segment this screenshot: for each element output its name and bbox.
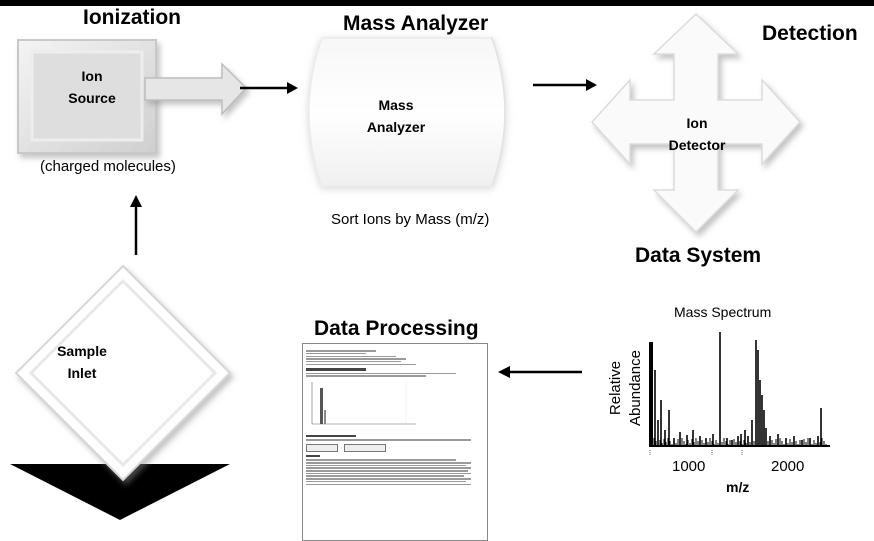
ion-detector-label: Ion Detector (662, 112, 732, 156)
ion-detector-line-2: Detector (668, 137, 726, 153)
doc-section-heading (306, 368, 366, 371)
doc-line (306, 462, 471, 464)
doc-line (306, 459, 456, 461)
doc-line (306, 472, 471, 475)
doc-histogram (311, 381, 416, 425)
doc-line (306, 480, 466, 483)
ion-source-box (17, 39, 157, 154)
spectrum-xlabel: m/z (726, 479, 750, 495)
spectrum-tick-2000: 2000 (771, 458, 805, 475)
sample-inlet-line-1: Sample (57, 343, 107, 359)
doc-line (306, 372, 456, 375)
heading-mass-analyzer: Mass Analyzer (343, 12, 489, 35)
ion-source-arrow (144, 62, 248, 116)
ion-detector-line-1: Ion (686, 115, 708, 131)
sort-ions-label: Sort Ions by Mass (m/z) (331, 211, 490, 228)
spectrum-peaks (651, 332, 827, 446)
top-border (0, 0, 874, 6)
heading-detection: Detection (762, 22, 858, 45)
arrow-to-analyzer (240, 82, 298, 94)
doc-line (306, 478, 471, 480)
doc-line (306, 470, 468, 472)
heading-data-system: Data System (635, 244, 762, 267)
mass-analyzer-label: Mass Analyzer (360, 94, 432, 138)
spectrum-title: Mass Spectrum (674, 304, 772, 320)
doc-line (306, 475, 464, 477)
ion-source-line-1: Ion (81, 68, 103, 84)
ion-source-line-2: Source (68, 90, 116, 106)
arrow-up-to-source (130, 195, 142, 255)
ion-source-label: Ion Source (60, 65, 124, 109)
doc-line (306, 355, 396, 358)
mass-analyzer-cylinder (308, 37, 506, 187)
spectrum-ylabel-2: Abundance (627, 350, 644, 426)
spectrum-axes (649, 342, 830, 447)
heading-ionization: Ionization (83, 6, 181, 29)
arrow-to-processing (498, 366, 582, 378)
doc-line (306, 439, 471, 441)
doc-button-placeholder (306, 443, 338, 452)
doc-line (306, 464, 466, 467)
doc-line (306, 375, 426, 377)
spectrum-tick-1000: 1000 (672, 458, 706, 475)
doc-line (306, 483, 471, 485)
doc-line (306, 352, 366, 355)
data-processing-document (302, 343, 488, 541)
ion-detector-shape (590, 12, 802, 234)
mass-analyzer-line-1: Mass (378, 97, 414, 113)
sample-inlet-label: Sample Inlet (52, 340, 112, 384)
doc-line (306, 467, 471, 469)
charged-molecules-label: (charged molecules) (40, 158, 176, 175)
doc-section-heading (306, 454, 320, 458)
spectrum-ylabel-1: Relative (607, 361, 624, 415)
heading-data-processing: Data Processing (314, 317, 479, 340)
doc-section-heading (306, 434, 356, 438)
mass-analyzer-line-2: Analyzer (366, 119, 426, 135)
doc-button-placeholder (344, 443, 386, 452)
arrow-to-detector (533, 79, 597, 91)
sample-inlet-line-2: Inlet (67, 365, 97, 381)
doc-line (306, 358, 406, 360)
sample-inlet-diamond (10, 264, 232, 520)
spectrum-ticks (649, 450, 743, 456)
doc-line (306, 363, 416, 366)
doc-line (306, 360, 401, 363)
doc-line (306, 350, 376, 352)
